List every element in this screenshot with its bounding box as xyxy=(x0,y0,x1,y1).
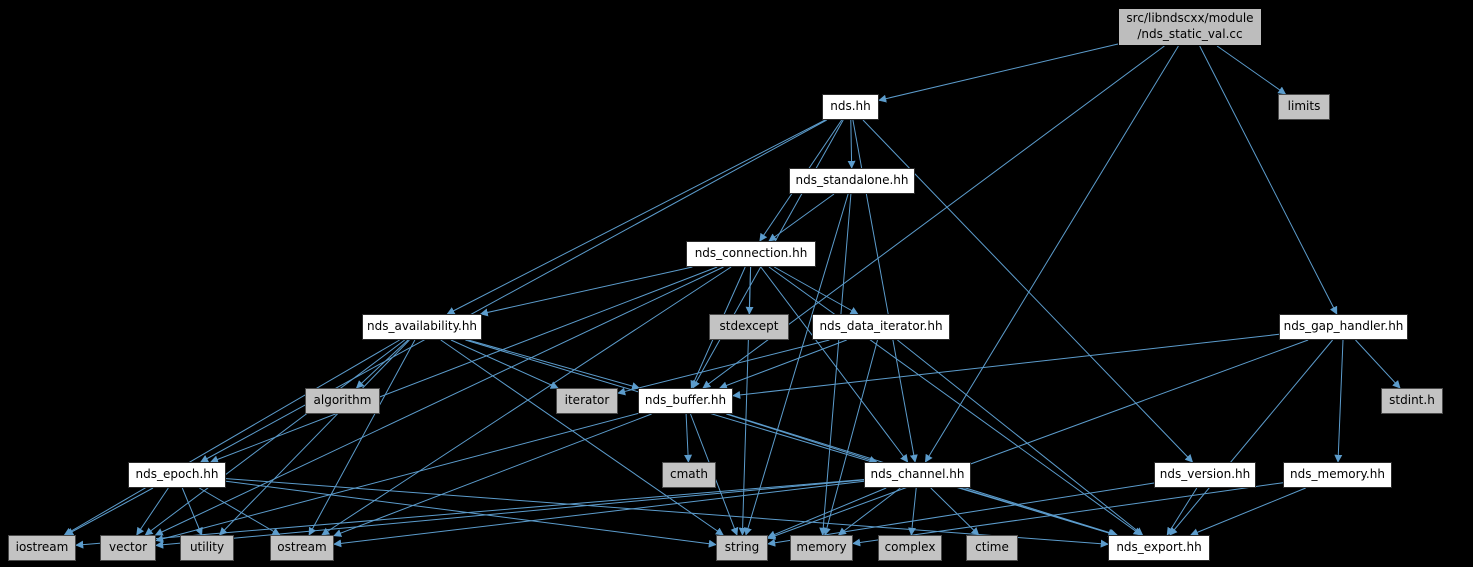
node-iterator: iterator xyxy=(556,388,618,414)
node-nds_buffer[interactable]: nds_buffer.hh xyxy=(638,388,733,414)
node-complex: complex xyxy=(878,535,942,561)
edge-nds_gap_handler-nds_buffer xyxy=(732,333,1280,399)
node-cmath: cmath xyxy=(662,462,716,488)
node-root: src/libndscxx/module /nds_static_val.cc xyxy=(1118,8,1262,46)
edge-nds_channel-nds_export xyxy=(960,487,1117,537)
node-stdexcept: stdexcept xyxy=(709,314,789,340)
edge-nds_availability-utility xyxy=(219,339,410,536)
node-nds_export[interactable]: nds_export.hh xyxy=(1108,535,1210,561)
node-limits: limits xyxy=(1278,94,1330,120)
edge-root-limits xyxy=(1216,45,1287,95)
edge-nds_connection-nds_channel xyxy=(760,266,909,463)
edge-nds_availability-nds_buffer xyxy=(468,339,640,390)
node-iostream: iostream xyxy=(8,535,76,561)
edge-nds_availability-iterator xyxy=(450,339,559,389)
edge-nds_connection-nds_availability xyxy=(479,266,693,317)
node-string: string xyxy=(716,535,768,561)
edge-nds_availability-iostream xyxy=(63,339,400,536)
edge-nds_standalone-memory xyxy=(819,193,852,536)
edge-nds_epoch-vector xyxy=(136,487,169,536)
node-nds_availability[interactable]: nds_availability.hh xyxy=(362,314,482,340)
edge-nds_channel-memory xyxy=(837,487,901,536)
node-nds_channel[interactable]: nds_channel.hh xyxy=(864,462,971,488)
edge-nds_memory-memory xyxy=(852,482,1284,547)
edge-nds_availability-string xyxy=(440,339,724,536)
edge-nds_epoch-nds_export xyxy=(225,478,1109,548)
edge-nds_connection-nds_epoch xyxy=(210,266,718,464)
edge-nds_availability-ostream xyxy=(308,339,416,536)
edge-nds_epoch-ostream xyxy=(199,487,281,536)
edge-nds_hh-nds_availability xyxy=(446,119,826,315)
edge-nds_channel-string xyxy=(767,487,887,539)
node-nds_hh[interactable]: nds.hh xyxy=(822,94,879,120)
edge-nds_epoch-iostream xyxy=(65,487,154,536)
edge-root-nds_channel xyxy=(924,45,1179,463)
edge-nds_connection-nds_data_iterator xyxy=(773,266,859,315)
edge-nds_standalone-nds_connection xyxy=(768,193,835,242)
node-nds_connection[interactable]: nds_connection.hh xyxy=(686,241,816,267)
edge-nds_channel-complex xyxy=(908,487,917,536)
node-utility: utility xyxy=(180,535,234,561)
edge-nds_epoch-utility xyxy=(181,487,203,536)
edge-nds_buffer-ostream xyxy=(333,413,652,537)
node-memory: memory xyxy=(790,535,853,561)
edge-nds_gap_handler-string xyxy=(767,339,1309,540)
edge-nds_standalone-string xyxy=(744,193,849,536)
edge-nds_version-string xyxy=(767,482,1155,547)
edge-nds_gap_handler-nds_export xyxy=(1169,339,1333,536)
node-nds_data_iterator[interactable]: nds_data_iterator.hh xyxy=(812,314,950,340)
edge-root-nds_gap_handler xyxy=(1199,45,1338,315)
edge-nds_memory-nds_export xyxy=(1190,487,1306,536)
edge-nds_buffer-cmath xyxy=(684,413,693,463)
node-ostream: ostream xyxy=(270,535,334,561)
edge-nds_gap_handler-nds_memory xyxy=(1334,339,1344,463)
node-nds_version[interactable]: nds_version.hh xyxy=(1154,462,1256,488)
edge-nds_channel-ostream xyxy=(333,480,865,548)
node-nds_epoch[interactable]: nds_epoch.hh xyxy=(128,462,226,488)
node-nds_standalone[interactable]: nds_standalone.hh xyxy=(789,168,915,194)
node-algorithm: algorithm xyxy=(305,388,380,414)
edge-nds_availability-algorithm xyxy=(355,339,409,389)
edge-nds_buffer-vector xyxy=(155,413,639,543)
edge-nds_channel-vector xyxy=(155,479,865,549)
node-nds_gap_handler[interactable]: nds_gap_handler.hh xyxy=(1279,314,1408,340)
edge-nds_connection-string xyxy=(738,266,752,536)
edge-nds_data_iterator-nds_buffer xyxy=(719,339,847,390)
node-ctime: ctime xyxy=(966,535,1018,561)
node-vector: vector xyxy=(100,535,156,561)
node-stdint_h: stdint.h xyxy=(1381,388,1443,414)
edge-nds_gap_handler-stdint_h xyxy=(1355,339,1401,389)
edge-root-nds_hh xyxy=(878,43,1119,103)
edge-nds_data_iterator-iterator xyxy=(617,339,830,396)
edge-nds_hh-nds_standalone xyxy=(847,119,856,169)
edge-nds_buffer-nds_channel xyxy=(726,413,878,464)
node-nds_memory[interactable]: nds_memory.hh xyxy=(1283,462,1392,488)
edge-nds_epoch-string xyxy=(225,480,717,548)
edge-nds_data_iterator-memory xyxy=(823,339,878,536)
edge-nds_connection-vector xyxy=(154,266,724,536)
edge-nds_channel-iostream xyxy=(75,479,865,549)
edge-nds_hh-nds_version xyxy=(862,119,1194,463)
edge-nds_connection-nds_export xyxy=(768,266,1142,536)
